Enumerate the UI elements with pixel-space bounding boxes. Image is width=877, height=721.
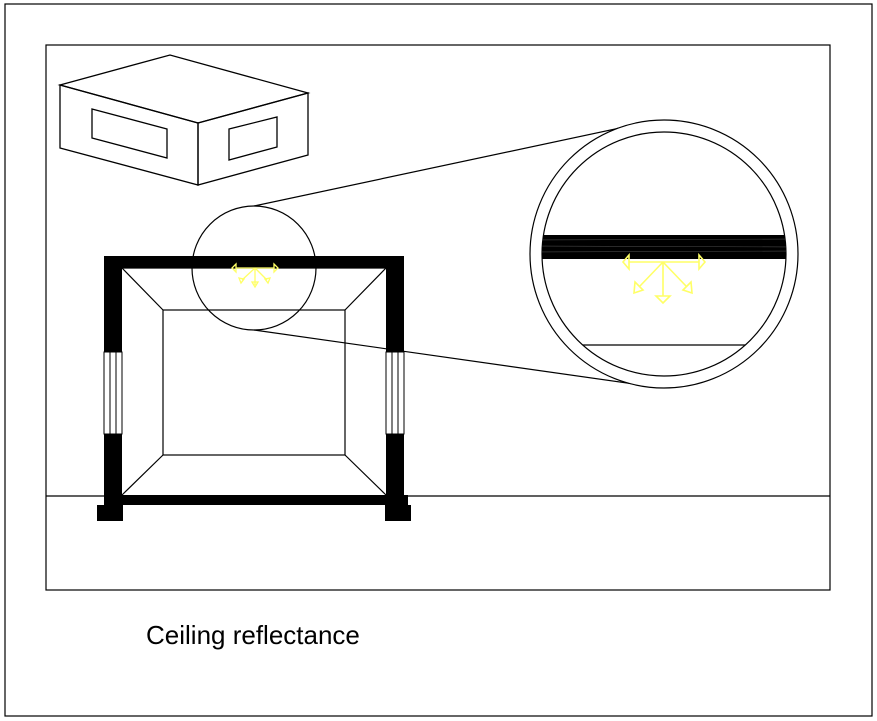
left-footing [97, 505, 123, 521]
left-wall-upper [104, 268, 122, 352]
back-wall [162, 309, 346, 456]
right-wall-upper [386, 268, 404, 352]
ceiling-slab [104, 256, 404, 268]
right-window [385, 351, 405, 435]
magnified-reflection-arrows-icon [621, 252, 707, 305]
left-wall-lower [104, 434, 122, 495]
inner-frame [45, 44, 831, 591]
magnifier-line-bottom [253, 329, 649, 387]
floor-slab [104, 495, 408, 505]
magnifier-circle-icon [529, 119, 799, 389]
iso-room-left-face [59, 84, 199, 186]
iso-room-right-face [197, 92, 309, 186]
left-window [103, 351, 123, 435]
isometric-room-icon [57, 54, 311, 186]
iso-room-right-window [228, 116, 278, 161]
magnifier-line-top [253, 121, 649, 207]
diffuse-reflection-arrows-icon [231, 262, 279, 289]
outer-frame [4, 3, 873, 717]
right-wall-lower [386, 434, 404, 495]
iso-room-left-window [91, 108, 168, 159]
room-interior-perspective [121, 267, 387, 496]
right-footing [385, 505, 411, 521]
iso-room-top [57, 54, 311, 124]
diagram-caption: Ceiling reflectance [146, 620, 360, 650]
magnifier-source-circle [191, 205, 317, 331]
room-section [97, 256, 411, 521]
